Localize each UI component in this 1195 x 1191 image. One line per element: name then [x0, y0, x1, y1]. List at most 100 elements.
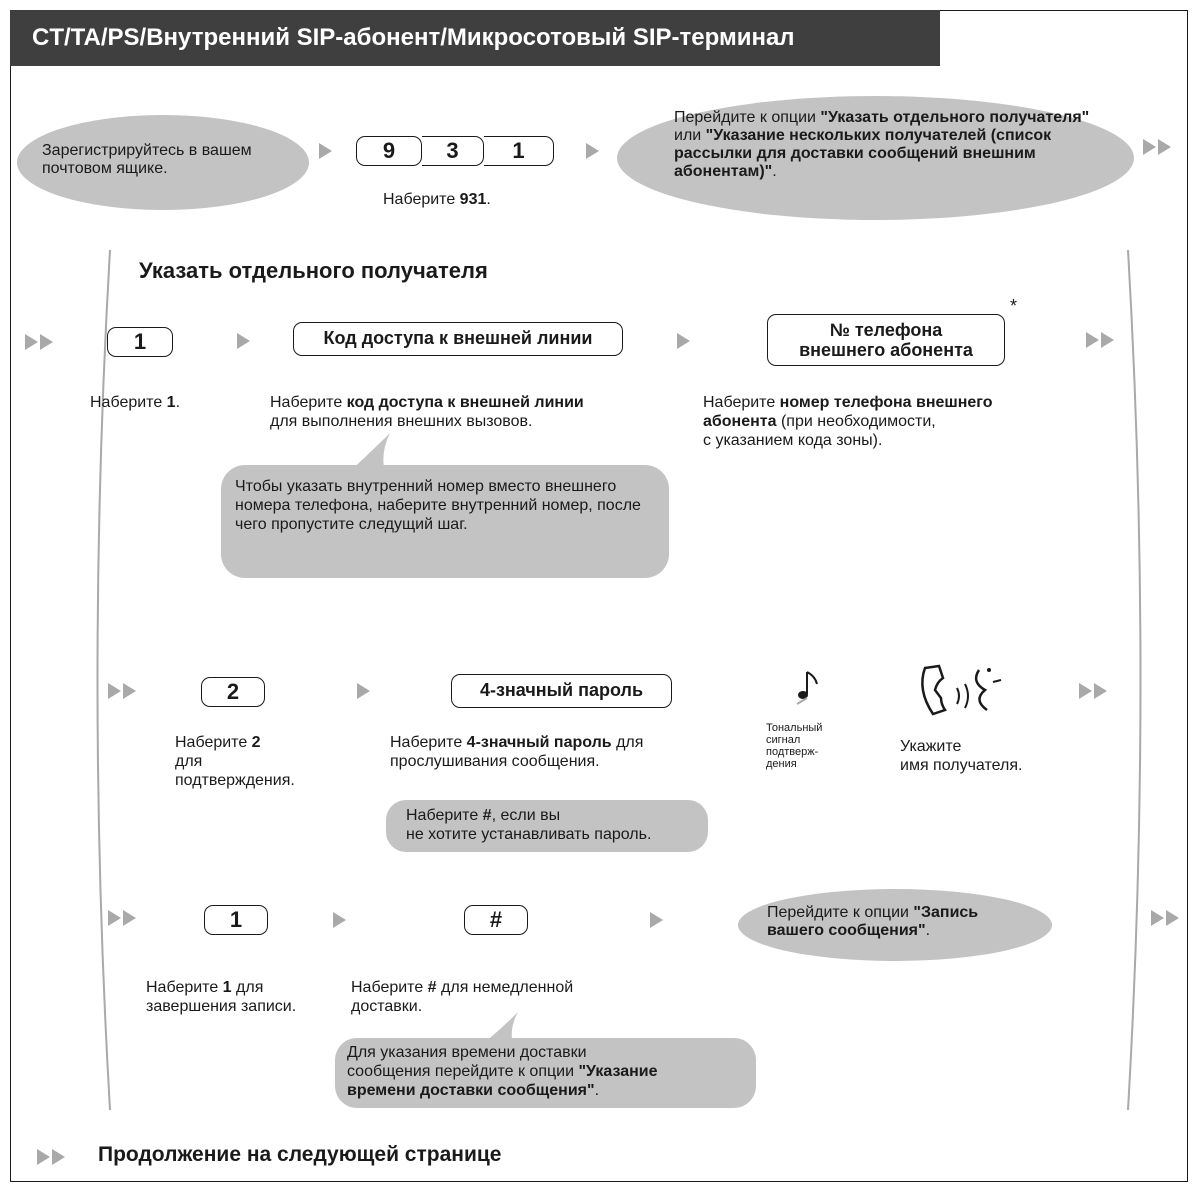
caption-post: для выполнения внешних вызовов. [270, 413, 533, 430]
key2-line3: подтверждения. [175, 772, 295, 789]
caption-pre: Наберите [175, 734, 252, 751]
caption-post: для [231, 979, 264, 996]
login-bubble [17, 115, 309, 210]
delivery-pre: сообщения перейдите к опции [347, 1063, 579, 1080]
delivery-bold: времени доставки сообщения" [347, 1082, 595, 1099]
tone-caption: Тональный сигнал подтверж- дения [766, 722, 822, 770]
arrow-right-icon [237, 333, 250, 349]
caption-pre: Наберите [146, 979, 223, 996]
tone-line2: сигнал [766, 734, 801, 746]
key-1[interactable]: 1 [484, 136, 554, 166]
finish-line2: завершения записи. [146, 998, 297, 1015]
handset-speaking-icon [921, 664, 1002, 716]
delivery-time-note: Для указания времени доставки сообщения … [335, 1038, 756, 1108]
go-to-bold-1: "Указать отдельного получателя" [820, 109, 1090, 126]
note-post: , если вы [491, 807, 561, 824]
go-to-mid: или [674, 127, 706, 144]
arrow-right-icon [333, 912, 346, 928]
speak-caption: Укажите имя получателя. [900, 737, 1022, 775]
caption-pre: Наберите [383, 191, 460, 208]
key-9[interactable]: 9 [356, 136, 422, 166]
double-arrow-icon [108, 910, 138, 926]
password-line1: Наберите 4-значный пароль для [390, 733, 740, 752]
double-arrow-icon [1079, 683, 1109, 699]
caption-pre: Наберите [270, 394, 347, 411]
access-line1: Наберите код доступа к внешней линии [270, 393, 670, 412]
external-phone-key[interactable]: № телефона внешнего абонента [767, 314, 1005, 366]
login-text: Зарегистрируйтесь в вашем почтовом ящике… [42, 142, 252, 177]
record-bold: "Запись [913, 904, 979, 921]
caption-pre: Наберите [703, 394, 780, 411]
double-arrow-icon [1086, 332, 1116, 348]
phone-line1: Наберите номер телефона внешнего [703, 393, 1113, 412]
asterisk: * [1010, 296, 1018, 316]
double-arrow-icon [108, 683, 138, 699]
finish-recording-caption: Наберите 1 для завершения записи. [146, 978, 346, 1016]
caption-bold: 931 [459, 191, 487, 208]
continue-text: Продолжение на следующей странице [98, 1143, 502, 1166]
double-arrow-icon [25, 334, 55, 350]
key2-caption: Наберите 2 для подтверждения. [175, 733, 335, 790]
double-arrow-icon [1151, 910, 1181, 926]
caption-bold: 1 [166, 394, 176, 411]
key2-line1: Наберите 2 [175, 733, 335, 752]
caption-pre: Наберите [390, 734, 467, 751]
delivery-line1: Для указания времени доставки [347, 1044, 587, 1061]
password-note-line2: не хотите устанавливать пароль. [406, 826, 652, 843]
caption-bold: абонента [703, 413, 777, 430]
section-title: Указать отдельного получателя [139, 258, 488, 283]
caption-post: . [486, 191, 491, 208]
arrow-right-icon [677, 333, 690, 349]
note-bold: # [482, 807, 492, 824]
caption-pre: Наберите [90, 394, 167, 411]
page-title: CT/TA/PS/Внутренний SIP-абонент/Микросот… [10, 10, 940, 66]
phone-line2: абонента (при необходимости, [703, 412, 1113, 431]
double-arrow-icon [37, 1149, 67, 1165]
internal-number-note: Чтобы указать внутренний номер вместо вн… [221, 465, 669, 578]
hash-line2: доставки. [351, 998, 423, 1015]
note-pre: Наберите [406, 807, 483, 824]
hash-line1: Наберите # для немедленной [351, 978, 681, 997]
go-to-post: . [772, 163, 777, 180]
arrow-right-icon [357, 683, 370, 699]
password-note-line1: Наберите #, если вы [406, 806, 688, 825]
caption-post: для немедленной [436, 979, 574, 996]
delivery-line2: сообщения перейдите к опции "Указание [347, 1062, 744, 1081]
phone-label-line1: № телефона [829, 320, 943, 340]
caption-bold: номер телефона внешнего [779, 394, 993, 411]
record-bold: вашего сообщения" [767, 922, 926, 939]
delivery-bold: "Указание [578, 1063, 658, 1080]
delivery-post: . [594, 1082, 600, 1099]
hash-key[interactable]: # [464, 905, 528, 935]
record-line1: Перейдите к опции "Запись [767, 904, 1037, 922]
key-3[interactable]: 3 [422, 136, 484, 166]
caption-bold: 4-значный пароль [466, 734, 612, 751]
key-1[interactable]: 1 [204, 905, 268, 935]
record-line2: вашего сообщения". [767, 922, 1037, 940]
access-code-key[interactable]: Код доступа к внешней линии [293, 322, 623, 356]
key-2[interactable]: 2 [201, 677, 265, 707]
speak-line1: Укажите [900, 738, 962, 755]
caption-bold: код доступа к внешней линии [346, 394, 584, 411]
caption-post: (при необходимости, [776, 413, 936, 430]
tone-line3: подтверж- [766, 746, 819, 758]
password-key[interactable]: 4-значный пароль [451, 674, 672, 708]
hash-caption: Наберите # для немедленной доставки. [351, 978, 681, 1016]
password-caption: Наберите 4-значный пароль для прослушива… [390, 733, 740, 771]
phone-label-line2: внешнего абонента [799, 340, 973, 360]
dial-931-caption: Наберите 931. [383, 190, 491, 209]
key1-caption: Наберите 1. [90, 393, 180, 412]
arrow-right-icon [650, 912, 663, 928]
caption-bold: 1 [222, 979, 232, 996]
record-message-text: Перейдите к опции "Запись вашего сообщен… [767, 904, 1037, 940]
tone-note-icon [796, 671, 818, 705]
double-arrow-icon [1143, 139, 1173, 155]
password-line2: прослушивания сообщения. [390, 753, 600, 770]
left-bracket [96, 249, 111, 1111]
caption-post: для [611, 734, 644, 751]
password-note: Наберите #, если вы не хотите устанавлив… [386, 800, 708, 852]
key-1[interactable]: 1 [107, 327, 173, 357]
arrow-right-icon [319, 143, 332, 159]
delivery-line3: времени доставки сообщения". [347, 1081, 744, 1100]
record-pre: Перейдите к опции [767, 904, 914, 921]
